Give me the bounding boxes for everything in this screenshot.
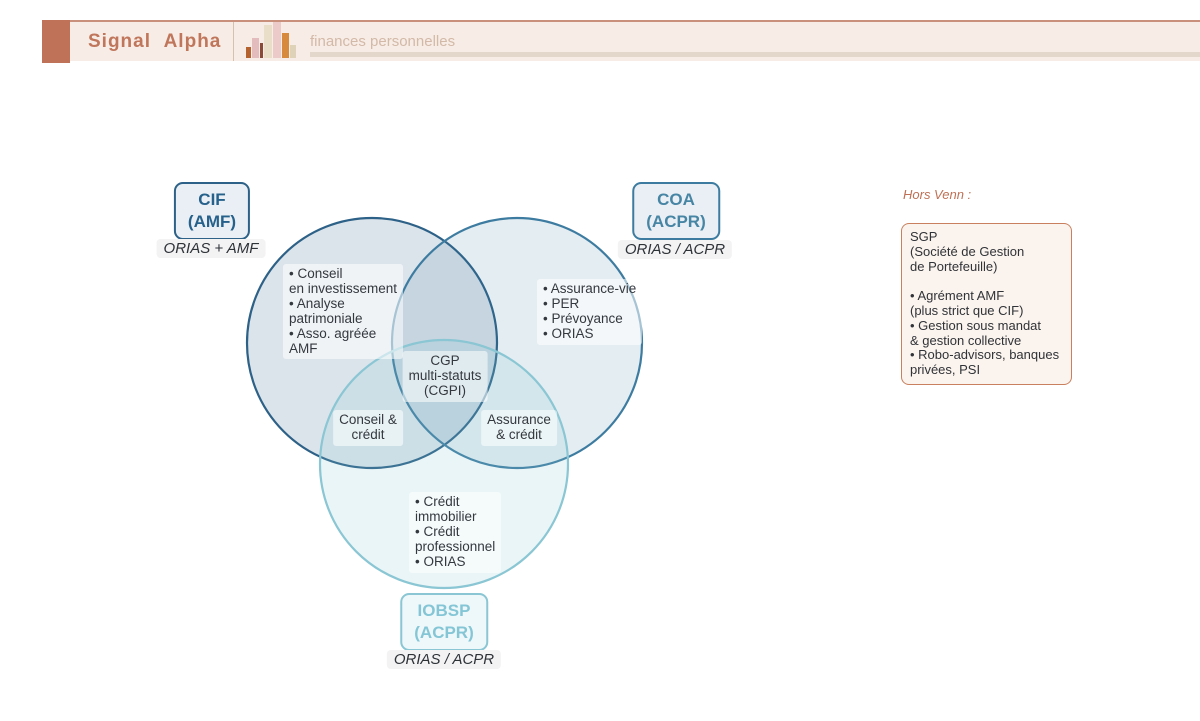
cif-items-list: • Conseil en investissement • Analyse pa… <box>283 264 404 360</box>
bar-chart-icon-bar <box>273 22 281 58</box>
sgp-box: SGP (Société de Gestion de Portefeuille)… <box>901 223 1072 385</box>
bar-chart-icon <box>246 22 296 58</box>
bar-chart-icon-bar <box>290 45 296 58</box>
bar-chart-icon-bar <box>264 25 272 58</box>
bar-chart-icon-bar <box>252 38 259 58</box>
cif-iobsp-intersection-label: Conseil & crédit <box>333 410 403 446</box>
header-bar: Signal Alpha finances personnelles <box>42 20 1200 63</box>
brand-accent-block <box>42 20 70 63</box>
iobsp-sublabel: ORIAS / ACPR <box>386 650 502 669</box>
center-intersection-label: CGP multi-statuts (CGPI) <box>402 351 488 402</box>
coa-sublabel: ORIAS / ACPR <box>617 240 733 259</box>
bar-chart-icon-bar <box>282 33 289 58</box>
coa-items-list: • Assurance-vie • PER • Prévoyance • ORI… <box>537 279 643 345</box>
topic-underline <box>310 52 1200 57</box>
topic-label: finances personnelles <box>310 33 456 50</box>
header-divider <box>233 22 234 61</box>
iobsp-items-list: • Crédit immobilier • Crédit professionn… <box>409 492 502 573</box>
coa-set-label: COA (ACPR) <box>632 182 720 240</box>
bar-chart-icon-bar <box>260 43 263 58</box>
cif-set-label: CIF (AMF) <box>173 182 251 240</box>
iobsp-set-label: IOBSP (ACPR) <box>400 593 488 651</box>
hors-venn-title: Hors Venn : <box>903 187 972 202</box>
cif-sublabel: ORIAS + AMF <box>156 239 266 258</box>
coa-iobsp-intersection-label: Assurance & crédit <box>481 410 557 446</box>
bar-chart-icon-bar <box>246 47 251 58</box>
brand-logo: Signal Alpha <box>88 31 222 52</box>
